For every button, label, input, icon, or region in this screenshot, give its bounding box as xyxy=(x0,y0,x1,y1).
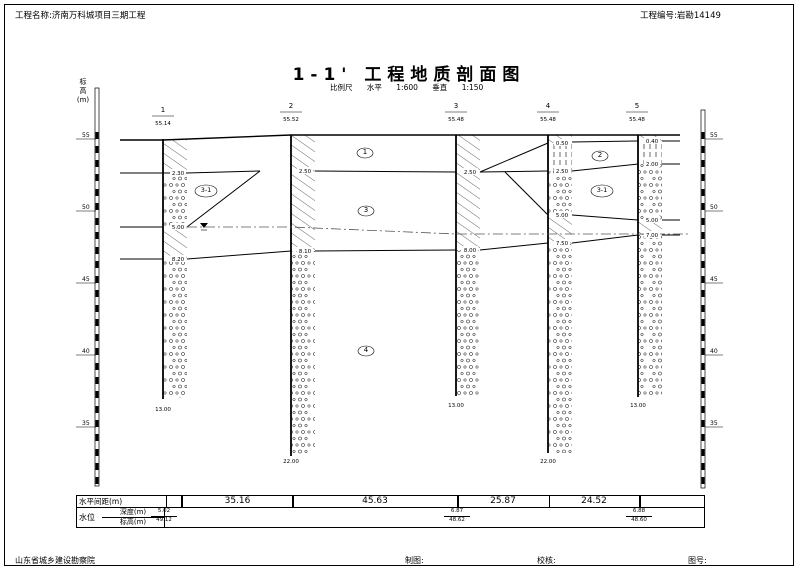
project-number: 工程编号:岩勘14149 xyxy=(640,11,721,21)
svg-text:55.48: 55.48 xyxy=(448,117,464,123)
water-level-icon xyxy=(200,223,208,231)
svg-text:1: 1 xyxy=(161,106,165,114)
layer-boundaries xyxy=(120,134,680,260)
svg-text:2.50: 2.50 xyxy=(299,169,312,175)
scale-info: 比例尺 水平 1:600 垂直 1:150 xyxy=(330,82,493,93)
scale-v-label: 垂直 xyxy=(432,83,448,92)
right-elevation-scale: 55 50 45 40 35 xyxy=(700,109,723,489)
water-depth-bh5: 6.88 xyxy=(632,508,646,514)
drawing-title: 1-1' 工程地质剖面图 xyxy=(292,65,526,85)
layer-label-3-1-left: 3-1 xyxy=(200,186,212,194)
water-depth-bh3: 6.87 xyxy=(450,508,464,514)
svg-text:55: 55 xyxy=(710,132,718,139)
checked-by-label: 校核: xyxy=(537,556,556,565)
svg-text:13.00: 13.00 xyxy=(630,403,646,409)
scale-h-label: 水平 xyxy=(366,83,382,92)
svg-text:7.00: 7.00 xyxy=(646,233,659,239)
svg-text:40: 40 xyxy=(710,348,718,355)
svg-text:高: 高 xyxy=(80,86,87,95)
spacing-4-5: 24.52 xyxy=(581,496,607,506)
institute-name: 山东省城乡建设勘察院 xyxy=(15,556,95,565)
svg-text:0.40: 0.40 xyxy=(646,139,659,145)
drawing-number-label: 图号: xyxy=(688,556,707,565)
svg-text:55.48: 55.48 xyxy=(540,117,556,123)
svg-text:5.00: 5.00 xyxy=(172,225,185,231)
layer-label-3: 3 xyxy=(363,206,369,214)
svg-text:2.50: 2.50 xyxy=(556,169,569,175)
water-elev-bh5: 48.60 xyxy=(631,517,647,523)
svg-text:5.00: 5.00 xyxy=(556,213,569,219)
left-elevation-scale: 标 高 (m) 55 50 45 40 35 xyxy=(76,77,100,487)
water-depth-label: 深度(m) xyxy=(102,507,164,518)
svg-text:55: 55 xyxy=(82,132,90,139)
svg-text:标: 标 xyxy=(80,77,87,86)
svg-text:40: 40 xyxy=(82,348,90,355)
water-elev-bh3: 48.62 xyxy=(449,517,465,523)
svg-text:55.14: 55.14 xyxy=(155,121,171,127)
water-depth-bh1: 5.02 xyxy=(157,508,171,514)
svg-text:50: 50 xyxy=(710,204,718,211)
svg-text:50: 50 xyxy=(82,204,90,211)
svg-text:22.00: 22.00 xyxy=(540,459,556,465)
scale-h-value: 1:600 xyxy=(396,83,418,92)
svg-text:0.50: 0.50 xyxy=(556,141,569,147)
svg-text:55.48: 55.48 xyxy=(629,117,645,123)
svg-text:5: 5 xyxy=(635,102,639,110)
borehole-headers: 1 55.14 2 55.52 3 55.48 4 55.48 5 55.48 xyxy=(152,102,648,127)
svg-text:2.50: 2.50 xyxy=(464,170,477,176)
drawing-frame xyxy=(4,4,794,566)
svg-text:(m): (m) xyxy=(77,96,90,104)
layer-labels xyxy=(194,147,614,357)
svg-text:3: 3 xyxy=(454,102,458,110)
svg-text:2.30: 2.30 xyxy=(172,171,185,177)
svg-text:13.00: 13.00 xyxy=(448,403,464,409)
svg-text:8.20: 8.20 xyxy=(172,257,185,263)
svg-text:8.10: 8.10 xyxy=(299,249,312,255)
svg-text:45: 45 xyxy=(710,276,718,283)
scale-label: 比例尺 xyxy=(330,83,353,92)
water-elev-label: 标高(m) xyxy=(119,518,147,526)
scale-v-value: 1:150 xyxy=(461,83,484,92)
depth-labels: 2.30 5.00 8.20 2.50 8.10 2.50 8.00 0.50 … xyxy=(155,137,660,465)
svg-text:8.00: 8.00 xyxy=(464,248,477,254)
borehole-fills xyxy=(163,135,662,456)
svg-text:2: 2 xyxy=(289,102,293,110)
spacing-row: 35.16 45.63 25.87 24.52 xyxy=(164,496,705,507)
water-table-line xyxy=(187,226,690,235)
svg-text:7.50: 7.50 xyxy=(556,241,569,247)
spacing-1-2: 35.16 xyxy=(224,496,251,506)
svg-text:55.52: 55.52 xyxy=(283,117,299,123)
layer-label-1: 1 xyxy=(362,148,368,156)
svg-text:5.00: 5.00 xyxy=(646,218,659,224)
spacing-3-4: 25.87 xyxy=(490,496,516,506)
project-name: 工程名称:济南万科城项目三期工程 xyxy=(15,11,146,21)
borehole-lines xyxy=(162,135,639,456)
svg-text:35: 35 xyxy=(82,420,90,427)
svg-text:45: 45 xyxy=(82,276,90,283)
drawn-by-label: 制图: xyxy=(405,556,424,565)
svg-text:22.00: 22.00 xyxy=(283,459,299,465)
layer-label-4: 4 xyxy=(363,346,369,354)
spacing-2-3: 45.63 xyxy=(362,496,388,506)
water-elev-bh1: 49.12 xyxy=(156,517,172,523)
svg-text:4: 4 xyxy=(546,102,551,110)
info-table: 水平间距(m) 35.16 45.63 25.87 24.52 水位 深度(m)… xyxy=(76,495,705,528)
svg-text:35: 35 xyxy=(710,420,718,427)
layer-label-3-1-right: 3-1 xyxy=(596,186,608,194)
layer-label-2: 2 xyxy=(597,151,603,159)
svg-text:2.00: 2.00 xyxy=(646,162,659,168)
water-level-label: 水位 xyxy=(79,513,95,522)
row-spacing-label: 水平间距(m) xyxy=(77,496,167,508)
svg-text:13.00: 13.00 xyxy=(155,407,171,413)
